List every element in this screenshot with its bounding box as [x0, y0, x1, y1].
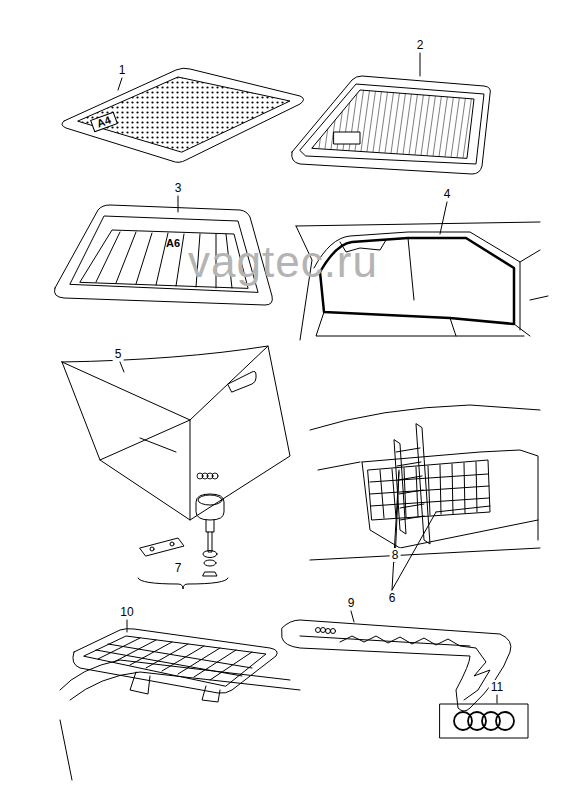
callout-number: 9 — [346, 596, 357, 610]
callout-number: 10 — [118, 605, 135, 619]
callout-number: 2 — [415, 38, 426, 52]
floor-mat — [62, 68, 304, 162]
callout-number: 11 — [489, 680, 505, 694]
leader-lines — [118, 53, 497, 703]
callout-number: 4 — [442, 187, 453, 201]
fixing-set — [138, 494, 228, 589]
bracket — [138, 578, 228, 589]
watermark: vagtec.ru — [188, 240, 378, 284]
callout-number: 6 — [387, 591, 398, 605]
boot-tray — [292, 76, 491, 174]
callout-number: 1 — [117, 63, 128, 77]
roof-basket — [60, 629, 300, 780]
badge — [440, 704, 528, 738]
logo-text: A6 — [166, 238, 180, 249]
storage-box — [62, 346, 290, 520]
sill-protector — [282, 620, 511, 711]
dog-guard — [310, 405, 540, 560]
callout-number: 3 — [173, 181, 184, 195]
callout-number: 7 — [173, 561, 184, 575]
callout-number: 5 — [113, 347, 124, 361]
callout-number: 8 — [390, 548, 401, 562]
